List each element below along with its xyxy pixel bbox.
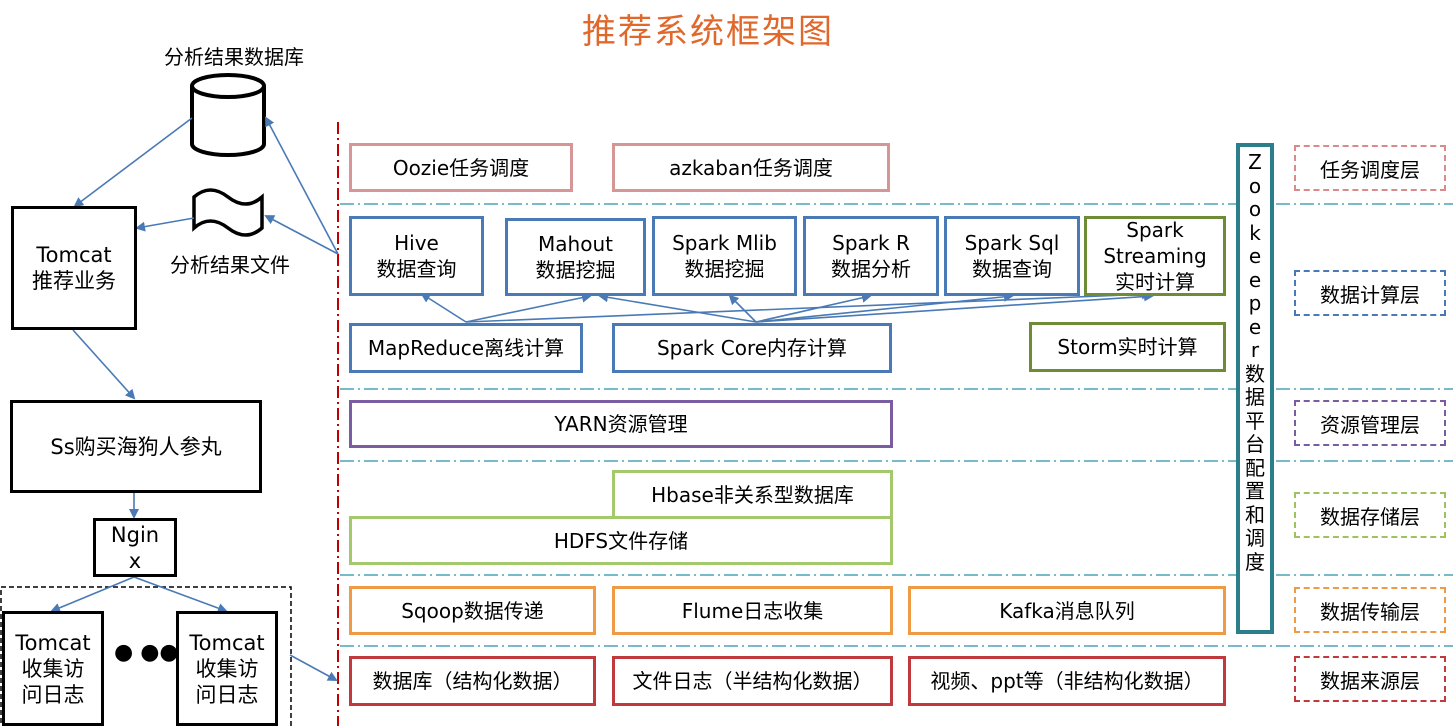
mahout-box: Mahout 数据挖掘	[505, 218, 646, 296]
storm-box: Storm实时计算	[1029, 322, 1226, 372]
kafka-box: Kafka消息队列	[908, 586, 1226, 635]
mapreduce-box: MapReduce离线计算	[349, 323, 583, 373]
oozie-box: Oozie任务调度	[349, 143, 573, 192]
flume-box: Flume日志收集	[612, 586, 893, 635]
yarn-box: YARN资源管理	[349, 400, 893, 448]
spark-streaming-box: Spark Streaming 实时计算	[1084, 216, 1226, 296]
tomcat-log-box-1: Tomcat 收集访 问日志	[2, 611, 104, 726]
ss-box: Ss购买海狗人参丸	[10, 400, 262, 493]
layer-label-task: 任务调度层	[1294, 145, 1446, 191]
log-group-box	[0, 586, 292, 726]
zookeeper-char: 配	[1245, 455, 1265, 480]
source-database-box: 数据库（结构化数据）	[349, 656, 596, 706]
hbase-box: Hbase非关系型数据库	[612, 470, 893, 519]
spark-core-box: Spark Core内存计算	[612, 323, 892, 373]
ellipsis-dots: ● ●●	[114, 640, 179, 665]
tomcat-recommend-box: Tomcat 推荐业务	[11, 206, 137, 330]
database-icon	[190, 73, 266, 157]
zookeeper-char: k	[1249, 220, 1261, 245]
zookeeper-char: o	[1248, 173, 1262, 198]
zookeeper-char: 置	[1245, 479, 1265, 503]
arrows	[50, 116, 1154, 681]
zookeeper-char: p	[1248, 291, 1262, 315]
file-icon	[192, 188, 264, 237]
source-video-box: 视频、ppt等（非结构化数据）	[908, 656, 1226, 706]
layer-label-resource: 资源管理层	[1294, 400, 1446, 446]
layer-label-source: 数据来源层	[1294, 656, 1446, 702]
spark-sql-box: Spark Sql 数据查询	[944, 216, 1080, 296]
layer-label-storage: 数据存储层	[1294, 492, 1446, 538]
azkaban-box: azkaban任务调度	[612, 143, 890, 192]
zookeeper-char: 度	[1245, 549, 1265, 574]
file-label: 分析结果文件	[170, 253, 290, 277]
zookeeper-char: e	[1248, 267, 1262, 292]
zookeeper-char: 平	[1245, 408, 1265, 433]
nginx-box: Ngin x	[93, 518, 177, 577]
database-label: 分析结果数据库	[164, 45, 304, 69]
spark-mlib-box: Spark Mlib 数据挖掘	[652, 216, 797, 296]
zookeeper-char: 和	[1245, 502, 1265, 527]
spark-r-box: Spark R 数据分析	[803, 216, 939, 296]
zookeeper-char: 调	[1245, 526, 1265, 550]
hdfs-box: HDFS文件存储	[349, 516, 893, 565]
zookeeper-char: r	[1250, 338, 1260, 362]
zookeeper-char: 台	[1245, 432, 1265, 456]
zookeeper-char: 据	[1245, 385, 1265, 409]
zookeeper-char: Z	[1248, 150, 1262, 174]
page-title: 推荐系统框架图	[582, 12, 834, 52]
zookeeper-char: e	[1248, 314, 1262, 339]
layer-dividers	[340, 203, 1453, 647]
hive-box: Hive 数据查询	[349, 216, 484, 296]
sqoop-box: Sqoop数据传递	[349, 586, 596, 635]
zookeeper-char: e	[1248, 244, 1262, 268]
layer-label-transfer: 数据传输层	[1294, 587, 1446, 633]
zookeeper-char: 数	[1245, 361, 1265, 386]
source-log-box: 文件日志（半结构化数据）	[612, 656, 893, 706]
layer-label-compute: 数据计算层	[1294, 270, 1446, 316]
tomcat-log-box-2: Tomcat 收集访 问日志	[176, 611, 278, 726]
zookeeper-bar: Z o o k e e p e r 数 据 平 台 配 置 和 调 度	[1236, 143, 1274, 634]
zookeeper-char: o	[1248, 197, 1262, 221]
